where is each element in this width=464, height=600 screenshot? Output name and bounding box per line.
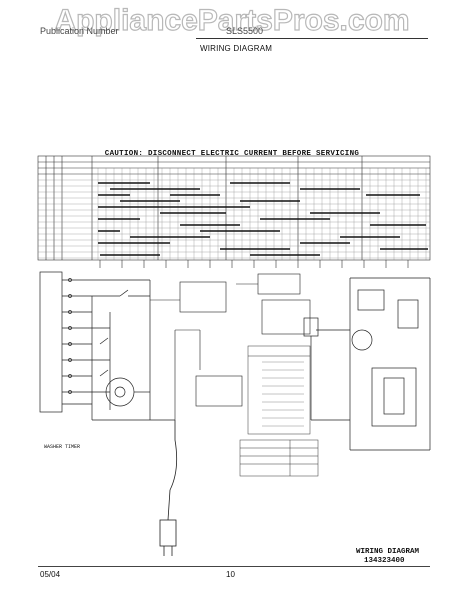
model-number: SLS5500	[226, 26, 264, 36]
footer-date: 05/04	[40, 570, 61, 579]
timer-chart-ticks	[99, 260, 409, 268]
control-panel-schematic	[150, 281, 243, 420]
timer-chart-bars	[98, 182, 428, 256]
timer-label: WASHER TIMER	[44, 444, 81, 450]
footer-divider	[38, 566, 430, 567]
page-title: WIRING DIAGRAM	[200, 44, 273, 53]
motor-circuit-schematic	[303, 277, 431, 451]
timer-chart-grid	[38, 168, 430, 260]
publication-label: Publication Number	[40, 26, 119, 36]
diagram-label: WIRING DIAGRAM	[356, 548, 420, 556]
header-divider	[196, 38, 428, 39]
watermark: AppliancePartsPros.com	[54, 3, 410, 37]
pressure-switch-schematic	[236, 273, 311, 335]
part-number: 134323400	[364, 557, 405, 565]
legend-text-lines	[262, 361, 304, 427]
power-cord	[159, 420, 178, 556]
watermark-text: AppliancePartsPros.com	[54, 4, 409, 37]
timer-schematic	[39, 271, 175, 421]
caution-notice: CAUTION: DISCONNECT ELECTRIC CURRENT BEF…	[104, 150, 360, 158]
legend-tables	[239, 345, 319, 477]
page-number: 10	[226, 570, 235, 579]
